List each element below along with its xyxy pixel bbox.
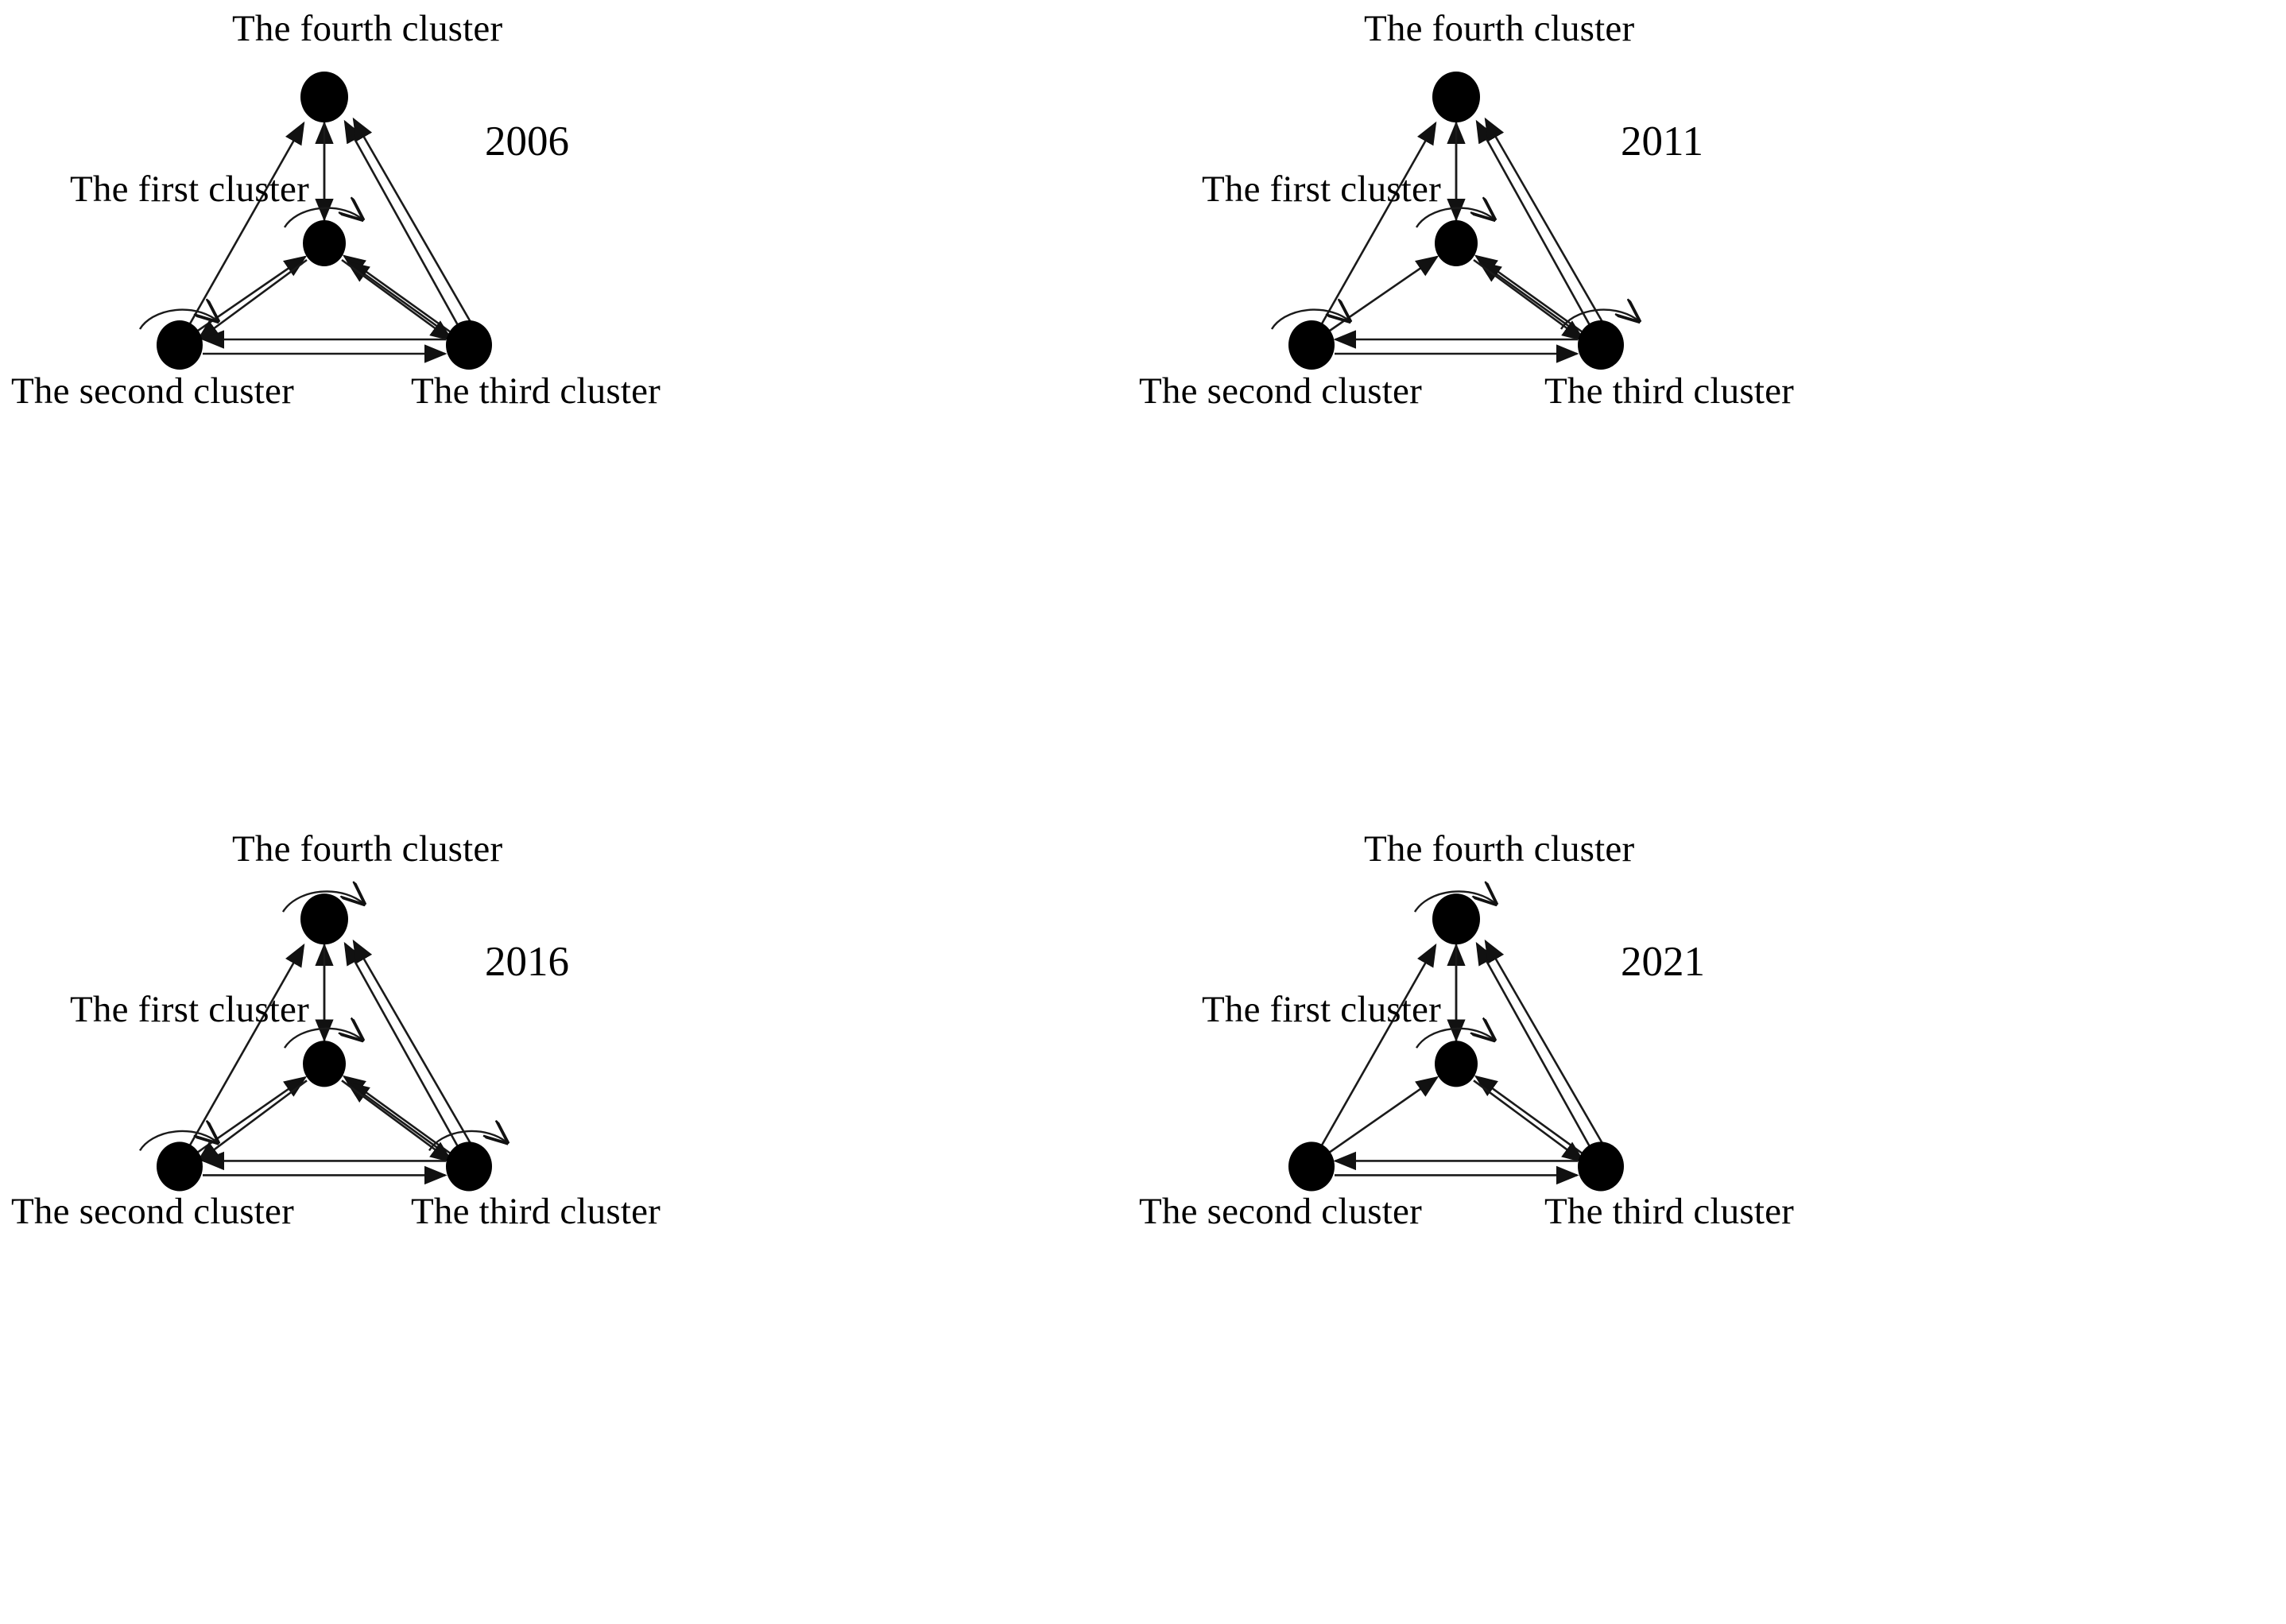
node-fourth-cluster[interactable] xyxy=(300,893,348,945)
node-group xyxy=(1288,72,1624,370)
edge-third-to-fourth-b xyxy=(1484,117,1604,323)
self-loop-fourth xyxy=(281,891,364,913)
label-fourth-cluster: The fourth cluster xyxy=(1364,8,1635,49)
year-label-2006: 2006 xyxy=(485,118,569,165)
node-second-cluster[interactable] xyxy=(1288,1141,1335,1192)
self-loop-group xyxy=(138,891,507,1152)
node-second-cluster[interactable] xyxy=(157,1141,203,1192)
label-first-cluster: The first cluster xyxy=(70,169,309,210)
year-label-2021: 2021 xyxy=(1621,939,1705,985)
edge-first-to-second xyxy=(196,1079,308,1163)
node-first-cluster[interactable] xyxy=(303,1041,346,1087)
label-third-cluster: The third cluster xyxy=(411,1191,661,1232)
edge-second-to-first xyxy=(1327,255,1439,334)
node-fourth-cluster[interactable] xyxy=(1432,72,1480,122)
edge-third-to-first-a xyxy=(342,1075,454,1157)
node-first-cluster[interactable] xyxy=(1435,1041,1478,1087)
self-loop-first xyxy=(1415,1029,1494,1048)
edge-third-to-fourth-b xyxy=(352,117,472,323)
network-graph-2016 xyxy=(138,812,1143,1192)
label-third-cluster: The third cluster xyxy=(1544,370,1795,412)
network-graph-2011 xyxy=(1270,72,2286,370)
edge-first-to-third xyxy=(1473,1079,1586,1163)
edge-second-to-fourth xyxy=(188,943,305,1148)
edge-second-to-first xyxy=(1327,1076,1439,1155)
label-second-cluster: The second cluster xyxy=(11,370,294,412)
self-loop-group xyxy=(1413,891,1496,1048)
year-label-2016: 2016 xyxy=(485,939,569,985)
node-third-cluster[interactable] xyxy=(1578,320,1624,370)
node-second-cluster[interactable] xyxy=(1288,320,1335,370)
edge-first-to-third xyxy=(341,258,454,342)
node-group xyxy=(157,893,492,1192)
diagram-panel-2016: The fourth cluster The first cluster The… xyxy=(0,812,1143,1624)
network-graph-2006 xyxy=(138,72,492,370)
label-fourth-cluster: The fourth cluster xyxy=(232,828,503,870)
edge-third-to-first-a xyxy=(342,254,454,335)
edge-third-to-first-a xyxy=(1474,254,1586,335)
node-second-cluster[interactable] xyxy=(157,320,203,370)
edge-group xyxy=(1319,939,1604,1185)
edge-first-to-third xyxy=(341,1079,454,1163)
label-second-cluster: The second cluster xyxy=(1139,1191,1422,1232)
edge-second-to-first xyxy=(195,255,308,334)
self-loop-second xyxy=(1270,310,1350,330)
label-first-cluster: The first cluster xyxy=(1202,169,1441,210)
edge-third-to-fourth-a xyxy=(1475,941,1591,1148)
edge-second-to-fourth xyxy=(188,121,305,326)
edge-third-to-fourth-a xyxy=(343,119,459,326)
node-fourth-cluster[interactable] xyxy=(1432,893,1480,945)
self-loop-first xyxy=(283,208,362,228)
self-loop-second xyxy=(138,1131,218,1152)
self-loop-first xyxy=(283,1029,362,1048)
edge-second-to-fourth xyxy=(1319,943,1437,1148)
edge-second-to-first xyxy=(195,1076,308,1155)
edge-second-to-fourth xyxy=(1319,121,1437,326)
label-second-cluster: The second cluster xyxy=(1139,370,1422,412)
node-group xyxy=(157,72,492,370)
edge-first-to-second xyxy=(196,258,308,342)
self-loop-group xyxy=(1270,208,1639,330)
label-third-cluster: The third cluster xyxy=(411,370,661,412)
diagram-panel-2006: The fourth cluster The first cluster The… xyxy=(0,0,1143,812)
edge-third-to-first xyxy=(1474,1075,1586,1157)
node-first-cluster[interactable] xyxy=(1435,220,1478,266)
edge-third-to-fourth-b xyxy=(352,939,472,1145)
label-first-cluster: The first cluster xyxy=(1202,989,1441,1030)
edge-group xyxy=(188,939,472,1185)
network-graph-2021 xyxy=(1288,812,1624,1192)
node-third-cluster[interactable] xyxy=(446,1141,492,1192)
edge-group xyxy=(1319,117,1604,363)
self-loop-first xyxy=(1415,208,1494,228)
self-loop-third xyxy=(1560,310,1639,330)
node-fourth-cluster[interactable] xyxy=(300,72,348,122)
self-loop-group xyxy=(138,208,362,330)
self-loop-third xyxy=(428,1131,507,1152)
edge-third-to-fourth-b xyxy=(1484,939,1604,1145)
label-fourth-cluster: The fourth cluster xyxy=(232,8,503,49)
label-second-cluster: The second cluster xyxy=(11,1191,294,1232)
self-loop-second xyxy=(138,310,218,330)
edge-first-to-third xyxy=(1473,258,1586,342)
year-label-2011: 2011 xyxy=(1621,118,1704,165)
label-first-cluster: The first cluster xyxy=(70,989,309,1030)
diagram-panel-2021: The fourth cluster The first cluster The… xyxy=(1139,812,2286,1624)
node-group xyxy=(1288,893,1624,1192)
node-third-cluster[interactable] xyxy=(1578,1141,1624,1192)
node-first-cluster[interactable] xyxy=(303,220,346,266)
edge-third-to-fourth-a xyxy=(1475,119,1591,326)
label-third-cluster: The third cluster xyxy=(1544,1191,1795,1232)
edge-third-to-fourth-a xyxy=(343,941,459,1148)
node-third-cluster[interactable] xyxy=(446,320,492,370)
self-loop-fourth xyxy=(1413,891,1496,913)
diagram-panel-2011: The fourth cluster The first cluster The… xyxy=(1139,0,2286,812)
label-fourth-cluster: The fourth cluster xyxy=(1364,828,1635,870)
